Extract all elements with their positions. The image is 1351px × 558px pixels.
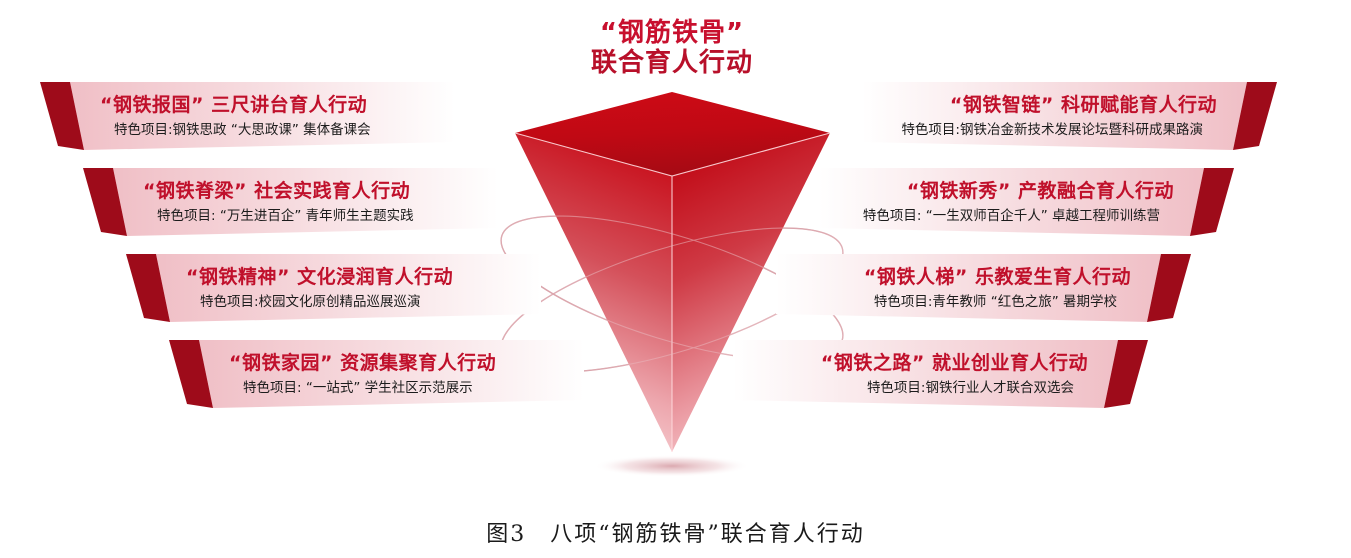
banner-text: “钢铁精神” 文化浸润育人行动 特色项目:校园文化原创精品巡展巡演 [126, 252, 541, 326]
banner-text: “钢铁智链” 科研赋能育人行动 特色项目:钢铁冶金新技术发展论坛暨科研成果路演 [862, 80, 1277, 154]
figure-caption: 图3 八项“钢筋铁骨”联合育人行动 [486, 522, 865, 547]
banner-left-3[interactable]: “钢铁精神” 文化浸润育人行动 特色项目:校园文化原创精品巡展巡演 [126, 252, 541, 326]
banner-subtitle: 特色项目: “一生双师百企千人” 卓越工程师训练营 [862, 208, 1160, 224]
banner-left-2[interactable]: “钢铁脊梁” 社会实践育人行动 特色项目: “万生进百企” 青年师生主题实践 [83, 166, 498, 240]
banner-text: “钢铁报国” 三尺讲台育人行动 特色项目:钢铁思政 “大思政课” 集体备课会 [40, 80, 455, 154]
banner-shape [776, 254, 1191, 322]
banner-shape [819, 168, 1234, 236]
banner-title: “钢铁之路” 就业创业育人行动 [820, 352, 1088, 374]
banner-subtitle: 特色项目:钢铁冶金新技术发展论坛暨科研成果路演 [901, 122, 1203, 138]
banner-subtitle: 特色项目:校园文化原创精品巡展巡演 [200, 294, 421, 310]
banner-text: “钢铁脊梁” 社会实践育人行动 特色项目: “万生进百企” 青年师生主题实践 [83, 166, 498, 240]
banner-title: “钢铁家园” 资源集聚育人行动 [229, 352, 497, 374]
banner-text: “钢铁新秀” 产教融合育人行动 特色项目: “一生双师百企千人” 卓越工程师训练… [819, 166, 1234, 240]
banner-shape [733, 340, 1148, 408]
banner-title: “钢铁报国” 三尺讲台育人行动 [100, 94, 368, 116]
banner-shape [126, 254, 541, 322]
banner-title: “钢铁人梯” 乐教爱生育人行动 [863, 266, 1131, 288]
banner-text: “钢铁家园” 资源集聚育人行动 特色项目: “一站式” 学生社区示范展示 [169, 338, 584, 412]
banner-right-2[interactable]: “钢铁新秀” 产教融合育人行动 特色项目: “一生双师百企千人” 卓越工程师训练… [819, 166, 1234, 240]
banner-title: “钢铁精神” 文化浸润育人行动 [186, 266, 454, 288]
banner-subtitle: 特色项目:钢铁行业人才联合双选会 [866, 380, 1074, 396]
banner-right-3[interactable]: “钢铁人梯” 乐教爱生育人行动 特色项目:青年教师 “红色之旅” 暑期学校 [776, 252, 1191, 326]
banner-right-4[interactable]: “钢铁之路” 就业创业育人行动 特色项目:钢铁行业人才联合双选会 [733, 338, 1148, 412]
banner-left-4[interactable]: “钢铁家园” 资源集聚育人行动 特色项目: “一站式” 学生社区示范展示 [169, 338, 584, 412]
banner-subtitle: 特色项目: “万生进百企” 青年师生主题实践 [157, 208, 414, 224]
banner-title: “钢铁脊梁” 社会实践育人行动 [143, 180, 411, 202]
banner-title: “钢铁新秀” 产教融合育人行动 [906, 180, 1174, 202]
banner-left-1[interactable]: “钢铁报国” 三尺讲台育人行动 特色项目:钢铁思政 “大思政课” 集体备课会 [40, 80, 455, 154]
pyramid-face-top [515, 92, 830, 176]
banner-right-1[interactable]: “钢铁智链” 科研赋能育人行动 特色项目:钢铁冶金新技术发展论坛暨科研成果路演 [862, 80, 1277, 154]
banner-text: “钢铁之路” 就业创业育人行动 特色项目:钢铁行业人才联合双选会 [733, 338, 1148, 412]
banner-shape [862, 82, 1277, 150]
pyramid-shadow [594, 455, 750, 477]
pyramid-face-right [672, 133, 830, 452]
banner-subtitle: 特色项目:青年教师 “红色之旅” 暑期学校 [873, 294, 1117, 310]
banner-shape [83, 168, 498, 236]
banner-text: “钢铁人梯” 乐教爱生育人行动 特色项目:青年教师 “红色之旅” 暑期学校 [776, 252, 1191, 326]
pyramid-edges [514, 132, 831, 452]
banner-subtitle: 特色项目:钢铁思政 “大思政课” 集体备课会 [114, 122, 371, 138]
pyramid-face-left [515, 133, 672, 452]
banner-shape [169, 340, 584, 408]
banner-shape [40, 82, 455, 150]
banner-title: “钢铁智链” 科研赋能育人行动 [949, 94, 1217, 116]
banner-subtitle: 特色项目: “一站式” 学生社区示范展示 [243, 380, 473, 396]
